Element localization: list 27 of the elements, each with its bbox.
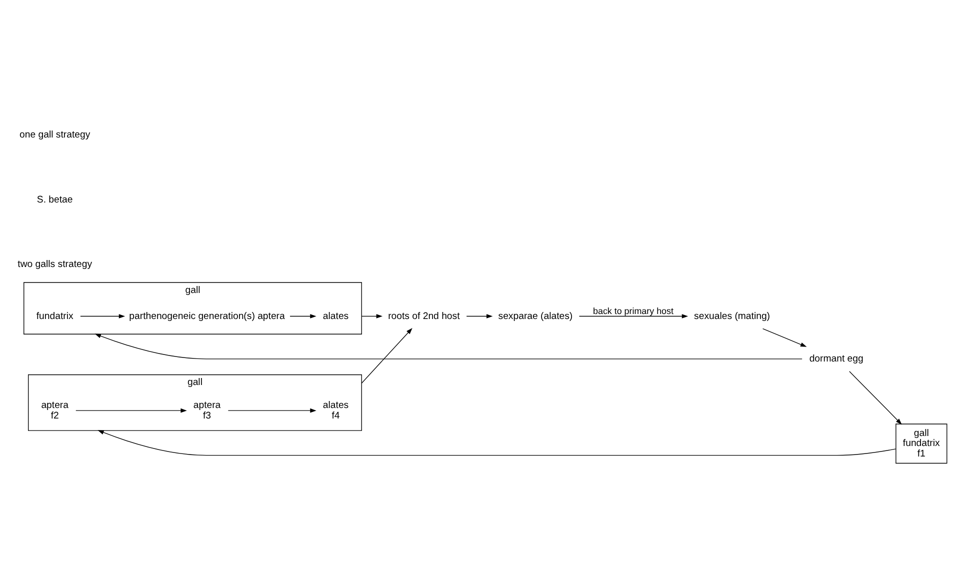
node-text: aptera f2 xyxy=(41,400,68,422)
node-text: alates xyxy=(322,310,349,322)
arrow xyxy=(849,371,902,425)
node-text: aptera f3 xyxy=(193,400,221,422)
label: S. betae xyxy=(36,194,73,206)
arrow xyxy=(466,314,493,318)
arrow xyxy=(290,314,316,318)
arrow xyxy=(80,314,126,318)
arrow xyxy=(578,314,688,318)
arrow xyxy=(98,430,896,456)
arrow xyxy=(762,328,807,347)
node-text: dormant egg xyxy=(809,353,864,364)
node-text: fundatrix xyxy=(36,310,74,322)
edge-label: back to primary host xyxy=(593,306,674,316)
arrow xyxy=(361,314,383,318)
label: two galls strategy xyxy=(18,259,92,270)
node-text: parthenogeneic generation(s) aptera xyxy=(129,310,285,322)
node-box: gall fundatrix f1 xyxy=(896,424,948,464)
arrow xyxy=(76,408,187,413)
arrow xyxy=(361,328,412,384)
node-text: sexparae (alates) xyxy=(498,310,573,322)
node-text: alates f4 xyxy=(322,400,349,422)
arrow xyxy=(94,334,802,360)
node-text: sexuales (mating) xyxy=(694,310,770,322)
label: one gall strategy xyxy=(20,130,90,141)
node-text: roots of 2nd host xyxy=(388,310,460,322)
arrow xyxy=(228,408,316,413)
